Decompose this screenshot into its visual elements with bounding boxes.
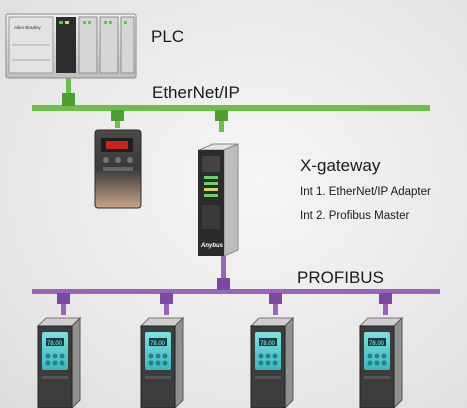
profibus-drives: 78.00 78.00: [36, 316, 404, 408]
profibus-port-gateway: [217, 278, 230, 290]
gateway-brand: Anybus: [200, 243, 224, 249]
profibus-drive-1: 78.00: [36, 316, 82, 408]
plc-label: PLC: [151, 27, 185, 46]
profibus-drops: [57, 293, 392, 315]
ethernet-drive-device: [94, 129, 142, 209]
ethernet-port-gateway: [215, 110, 228, 121]
drive-display-4: 78.00: [369, 341, 385, 347]
gateway-title: X-gateway: [300, 156, 381, 175]
plc-brand: Allen-Bradley: [14, 25, 42, 30]
drive-display-3: 78.00: [260, 341, 276, 347]
profibus-bus: [32, 250, 440, 315]
plc-device: Allen-Bradley: [5, 13, 137, 79]
ethernet-label: EtherNet/IP: [152, 83, 240, 102]
ethernet-port-plc: [62, 93, 75, 106]
profibus-drive-3: 78.00: [249, 316, 295, 408]
profibus-drive-2: 78.00: [139, 316, 185, 408]
gateway-interface-2: Int 2. Profibus Master: [300, 210, 410, 222]
profibus-drive-4: 78.00: [358, 316, 404, 408]
profibus-drop-gateway: [221, 250, 226, 290]
drive-display-1: 78.00: [47, 341, 63, 347]
ethernet-line: [32, 105, 430, 111]
ethernet-port-vfd: [111, 110, 124, 121]
ethernet-drop-plc: [66, 76, 71, 106]
gateway-interface-1: Int 1. EtherNet/IP Adapter: [300, 186, 431, 198]
drive-display-2: 78.00: [150, 341, 166, 347]
ethernet-bus: [32, 76, 430, 132]
profibus-label: PROFIBUS: [297, 268, 384, 287]
x-gateway-device: Anybus: [198, 143, 239, 257]
profibus-line: [32, 289, 440, 294]
